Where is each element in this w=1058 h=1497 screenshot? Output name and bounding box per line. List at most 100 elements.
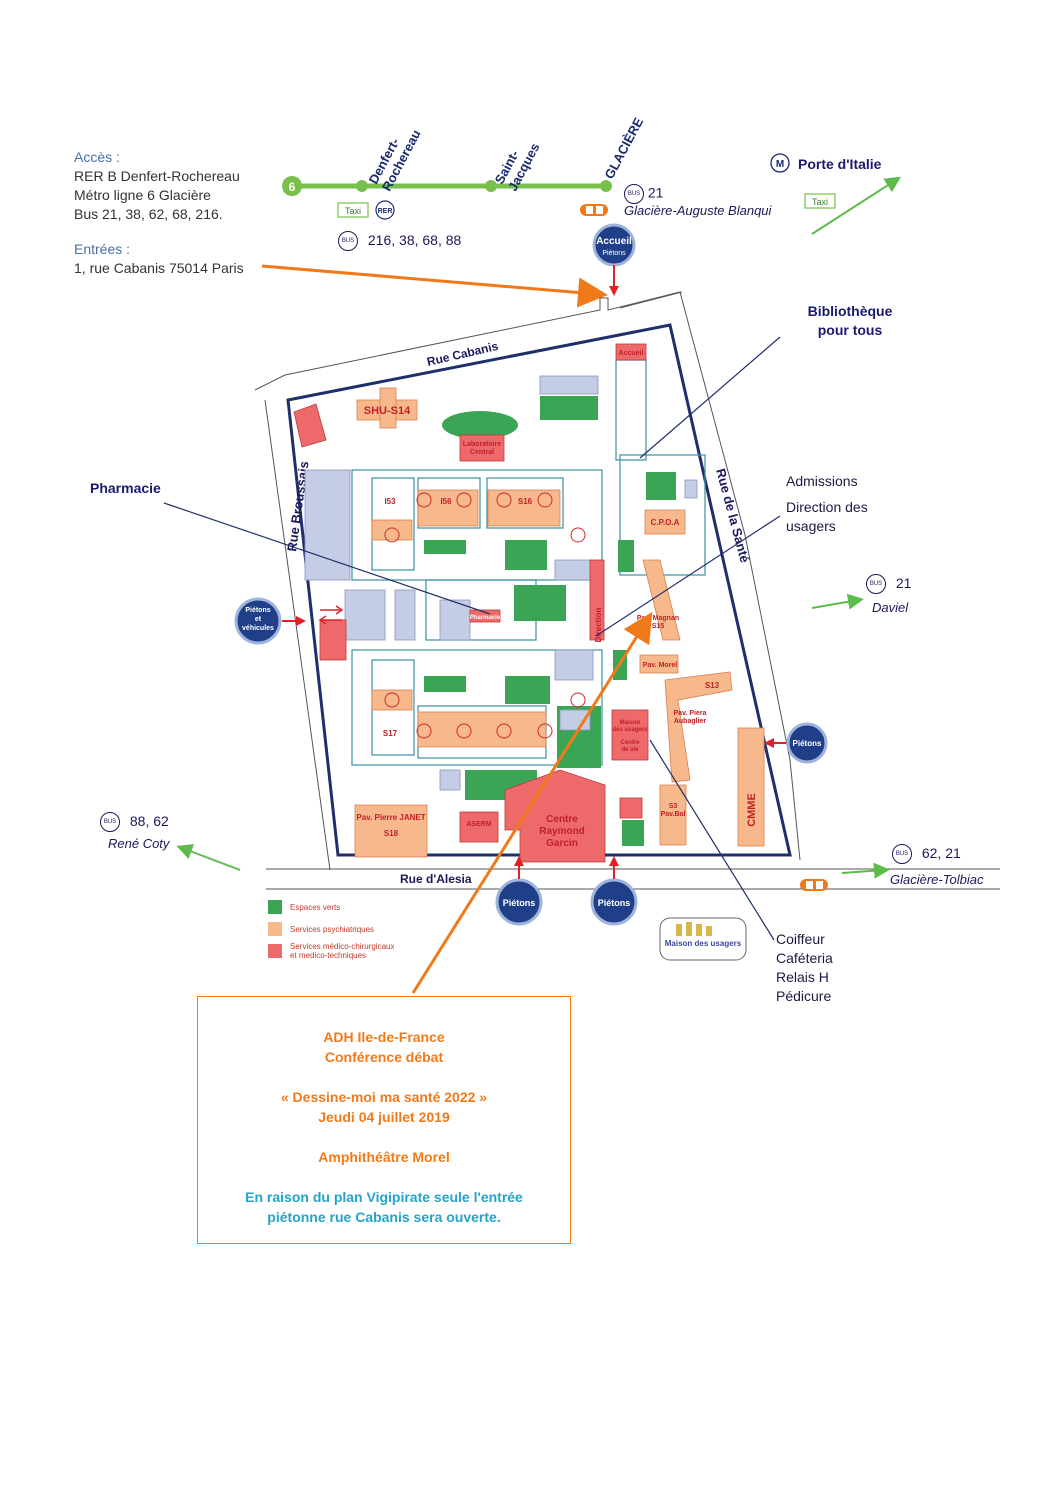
label-accueil-small: Accueil bbox=[619, 350, 644, 357]
metro-m-icon bbox=[770, 153, 790, 173]
bus-daviel: BUS 21 bbox=[866, 574, 911, 594]
building-cmme bbox=[737, 727, 765, 847]
station-dot bbox=[485, 180, 497, 192]
pharmacie-leader bbox=[163, 502, 491, 615]
tolbiac-ticket-icon bbox=[800, 879, 828, 891]
bus-icon: BUS bbox=[866, 574, 886, 594]
campus-boundary bbox=[286, 323, 792, 857]
metro-line-badge bbox=[282, 176, 302, 196]
svg-text:Accueil: Accueil bbox=[596, 236, 632, 247]
bus-daviel-lines: 21 bbox=[895, 574, 912, 591]
bus-tolbiac: BUS 62, 21 bbox=[892, 844, 961, 864]
service-item: Pédicure bbox=[776, 988, 832, 1004]
building-janet bbox=[354, 804, 428, 858]
bus-glaciere-lines: 21 bbox=[647, 184, 664, 201]
pietons-bottom-1-icon bbox=[495, 878, 543, 926]
generic-buildings bbox=[304, 375, 698, 791]
access-line: Bus 21, 38, 62, 68, 216. bbox=[74, 206, 223, 222]
label-pharmacie-small: Pharmacie bbox=[470, 615, 501, 621]
svg-text:Piétons: Piétons bbox=[598, 898, 631, 908]
service-item: Caféteria bbox=[776, 950, 833, 966]
event-info-box: ADH Ile-de-France Conférence débat « Des… bbox=[197, 996, 571, 1244]
legend-swatch bbox=[268, 900, 282, 914]
bus-denfert: BUS 216, 38, 68, 88 bbox=[338, 231, 461, 251]
daviel-arrow bbox=[811, 593, 864, 610]
event-org: ADH Ile-de-France bbox=[323, 1029, 445, 1045]
entrance-address: 1, rue Cabanis 75014 Paris bbox=[74, 260, 244, 276]
building-entree-ouest bbox=[319, 619, 347, 661]
building-morel bbox=[639, 654, 679, 674]
legend-swatch bbox=[268, 944, 282, 958]
metro-line-number: 6 bbox=[289, 180, 296, 194]
tolbiac-arrow bbox=[841, 862, 890, 879]
bus-icon: BUS bbox=[338, 231, 358, 251]
label-aserm: ASERM bbox=[466, 821, 491, 828]
station-denfert: Denfert-Rochereau bbox=[366, 120, 424, 193]
access-line: Métro ligne 6 Glacière bbox=[74, 187, 211, 203]
label-s53: I53 bbox=[384, 497, 396, 506]
pharmacie-label: Pharmacie bbox=[90, 480, 161, 496]
admissions-leader bbox=[595, 515, 781, 637]
access-line: RER B Denfert-Rochereau bbox=[74, 168, 240, 184]
label-morel: Pav. Morel bbox=[643, 662, 678, 669]
street-sante: Rue de la Santé bbox=[713, 467, 753, 564]
coiffeur-leader bbox=[649, 739, 775, 941]
event-type: Conférence débat bbox=[324, 1049, 444, 1065]
event-place: Amphithéâtre Morel bbox=[318, 1149, 450, 1165]
svg-text:RER: RER bbox=[378, 208, 393, 215]
event-notice: piétonne rue Cabanis sera ouverte. bbox=[267, 1209, 501, 1225]
entrances-block: Entrées : 1, rue Cabanis 75014 Paris bbox=[74, 240, 244, 278]
label-cpoa: C.P.O.A bbox=[651, 518, 680, 527]
bibliotheque-label: Bibliothèque pour tous bbox=[807, 303, 893, 338]
rene-coty-arrow bbox=[176, 844, 241, 871]
building-markers bbox=[384, 492, 586, 739]
building-cpoa bbox=[644, 509, 686, 535]
building-accueil bbox=[615, 343, 647, 361]
legend-label: Services médico-chirurgicaux et medico-t… bbox=[290, 942, 395, 960]
service-item: Coiffeur bbox=[776, 931, 825, 947]
service-item: Relais H bbox=[776, 969, 829, 985]
pietons-vehicules-icon bbox=[234, 597, 282, 645]
label-s56: I56 bbox=[440, 497, 452, 506]
pietons-right-icon bbox=[786, 722, 828, 764]
direction-arrow bbox=[811, 176, 902, 235]
entrances-title: Entrées : bbox=[74, 241, 131, 257]
building-s3 bbox=[659, 784, 687, 846]
building-direction bbox=[589, 559, 605, 641]
station-dot bbox=[356, 180, 368, 192]
svg-text:Piétons: Piétons bbox=[602, 250, 626, 257]
label-s16: S16 bbox=[518, 497, 533, 506]
bus-rene-coty-stop: René Coty bbox=[108, 836, 170, 851]
bus-tolbiac-lines: 62, 21 bbox=[921, 844, 961, 861]
building-aserm bbox=[459, 811, 499, 843]
services-list: Coiffeur Caféteria Relais H Pédicure bbox=[776, 930, 833, 1006]
station-glaciere: GLACIÈRE bbox=[601, 115, 646, 182]
label-shu: SHU-S14 bbox=[364, 405, 411, 417]
label-s13: S13 bbox=[705, 681, 720, 690]
bus-denfert-lines: 216, 38, 68, 88 bbox=[367, 231, 462, 248]
bus-tolbiac-stop: Glacière-Tolbiac bbox=[890, 872, 984, 887]
label-direction: Direction bbox=[594, 608, 603, 643]
bibliotheque-leader bbox=[639, 336, 781, 459]
building-pharmacie bbox=[469, 609, 501, 623]
taxi-badge-2 bbox=[804, 193, 836, 209]
legend-label: Espaces verts bbox=[290, 902, 341, 912]
legend-item: Services psychiatriques bbox=[268, 918, 394, 940]
station-dot bbox=[600, 180, 612, 192]
morel-arrow bbox=[411, 611, 653, 994]
porte-italie: Porte d'Italie bbox=[798, 156, 882, 172]
bus-rene-coty-lines: 88, 62 bbox=[129, 812, 169, 829]
bus-glaciere: BUS 21 bbox=[624, 184, 663, 204]
bus-icon: BUS bbox=[624, 184, 644, 204]
bus-glaciere-stop: Glacière-Auguste Blanqui bbox=[624, 203, 772, 218]
building-labo bbox=[459, 434, 505, 462]
svg-text:Maison des usagers: Maison des usagers bbox=[665, 939, 742, 948]
bus-rene-coty: BUS 88, 62 bbox=[100, 812, 169, 832]
metro-line: 6 Denfert-Rochereau Saint-Jacques GLACIÈ… bbox=[282, 115, 646, 196]
access-block: Accès : RER B Denfert-Rochereau Métro li… bbox=[74, 148, 240, 224]
